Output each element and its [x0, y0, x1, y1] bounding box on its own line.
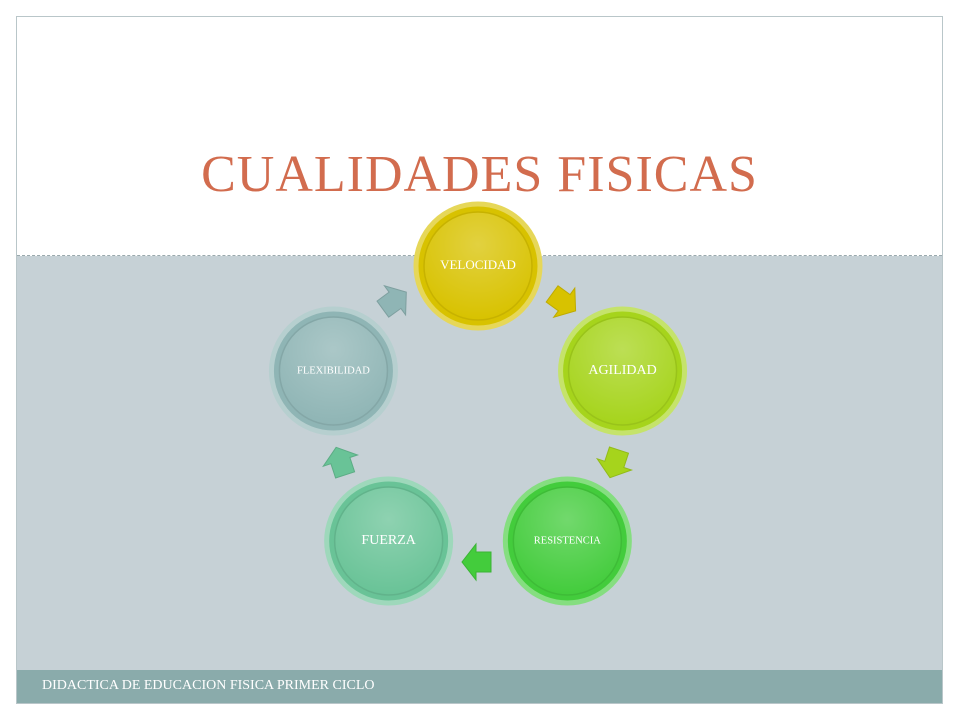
footer-bar: DIDACTICA DE EDUCACION FISICA PRIMER CIC…	[17, 670, 942, 703]
cycle-node-label: AGILIDAD	[588, 363, 656, 378]
cycle-node-velocidad: VELOCIDAD	[413, 201, 543, 331]
cycle-arrow-2	[595, 446, 634, 479]
cycle-node-label: RESISTENCIA	[534, 535, 602, 546]
cycle-nodes: VELOCIDAD AGILIDAD RESISTENCIA FUERZA FLEXIB…	[268, 201, 688, 606]
cycle-node-flexibilidad: FLEXIBILIDAD	[268, 306, 398, 436]
cycle-node-label: VELOCIDAD	[440, 257, 516, 272]
cycle-arrow-5	[376, 284, 407, 318]
cycle-node-agilidad: AGILIDAD	[558, 306, 688, 436]
cycle-node-fuerza: FUERZA	[324, 476, 454, 606]
cycle-node-label: FUERZA	[361, 533, 416, 548]
footer-text: DIDACTICA DE EDUCACION FISICA PRIMER CIC…	[42, 678, 375, 693]
cycle-node-label: FLEXIBILIDAD	[297, 365, 370, 376]
cycle-node-inner-ring	[333, 486, 444, 596]
cycle-node-inner-ring	[512, 486, 623, 596]
cycle-arrow-3	[461, 542, 492, 582]
slide-title: CUALIDADES FISICAS	[201, 146, 758, 203]
cycle-arrows	[322, 284, 634, 582]
cycle-arrow-1	[545, 285, 577, 319]
slide: CUALIDADES FISICAS DIDACTICA DE EDUCACIO…	[16, 16, 943, 704]
cycle-arrow-4	[322, 446, 360, 479]
cycle-node-inner-ring	[567, 316, 678, 426]
cycle-node-inner-ring	[278, 316, 389, 426]
cycle-node-resistencia: RESISTENCIA	[502, 476, 632, 606]
cycle-node-inner-ring	[423, 211, 533, 321]
